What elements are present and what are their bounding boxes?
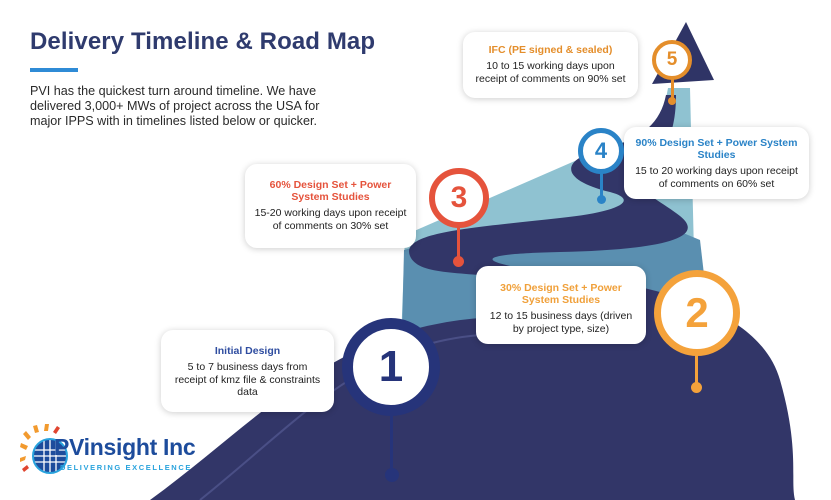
stage-number-2: 2	[685, 289, 709, 336]
stage-dot-3	[453, 256, 464, 267]
intro-paragraph: PVI has the quickest turn around timelin…	[30, 84, 320, 128]
stage-number-1: 1	[378, 342, 404, 391]
stage-number-5: 5	[666, 49, 678, 70]
stage-title-5: IFC (PE signed & sealed)	[488, 44, 613, 56]
stage-dot-1	[385, 468, 399, 482]
stage-body-4: 15 to 20 working days upon receipt of co…	[635, 165, 798, 190]
stage-badge-3: 3	[429, 168, 489, 228]
stage-card-5: IFC (PE signed & sealed) 10 to 15 workin…	[463, 32, 638, 98]
stage-title-4: 90% Design Set + Power System Studies	[635, 137, 798, 161]
stage-dot-5	[668, 97, 676, 105]
company-logo: PVinsight Inc DELIVERING EXCELLENCE	[20, 420, 210, 488]
stage-title-1: Initial Design	[214, 345, 281, 357]
stage-card-4: 90% Design Set + Power System Studies 15…	[624, 127, 809, 199]
title-underline	[30, 68, 78, 72]
stage-title-3: 60% Design Set + Power System Studies	[269, 179, 392, 203]
stage-number-3: 3	[450, 181, 468, 214]
stage-stem-1	[390, 415, 393, 473]
stage-badge-5: 5	[652, 40, 692, 80]
sun-globe-logo-icon	[20, 424, 68, 474]
stage-body-1: 5 to 7 business days from receipt of kmz…	[174, 361, 321, 398]
page-title: Delivery Timeline & Road Map	[30, 28, 376, 55]
stage-title-2: 30% Design Set + Power System Studies	[500, 282, 622, 306]
stage-badge-4: 4	[578, 128, 624, 174]
stage-number-4: 4	[594, 138, 608, 163]
logo-tagline: DELIVERING EXCELLENCE	[60, 463, 192, 472]
stage-dot-4	[597, 195, 606, 204]
logo-name: PVinsight Inc	[54, 434, 196, 460]
stage-card-3: 60% Design Set + Power System Studies 15…	[245, 164, 416, 248]
stage-badge-1: 1	[342, 318, 440, 416]
stage-stem-5	[671, 79, 674, 99]
stage-stem-3	[457, 227, 460, 259]
stage-stem-2	[695, 355, 698, 385]
stage-dot-2	[691, 382, 702, 393]
stage-card-1: Initial Design 5 to 7 business days from…	[161, 330, 334, 412]
stage-body-2: 12 to 15 business days (driven by projec…	[489, 310, 633, 335]
stage-card-2: 30% Design Set + Power System Studies 12…	[476, 266, 646, 344]
stage-badge-2: 2	[654, 270, 740, 356]
stage-body-5: 10 to 15 working days upon receipt of co…	[475, 60, 626, 85]
stage-body-3: 15-20 working days upon receipt of comme…	[254, 207, 407, 232]
stage-stem-4	[600, 173, 603, 197]
